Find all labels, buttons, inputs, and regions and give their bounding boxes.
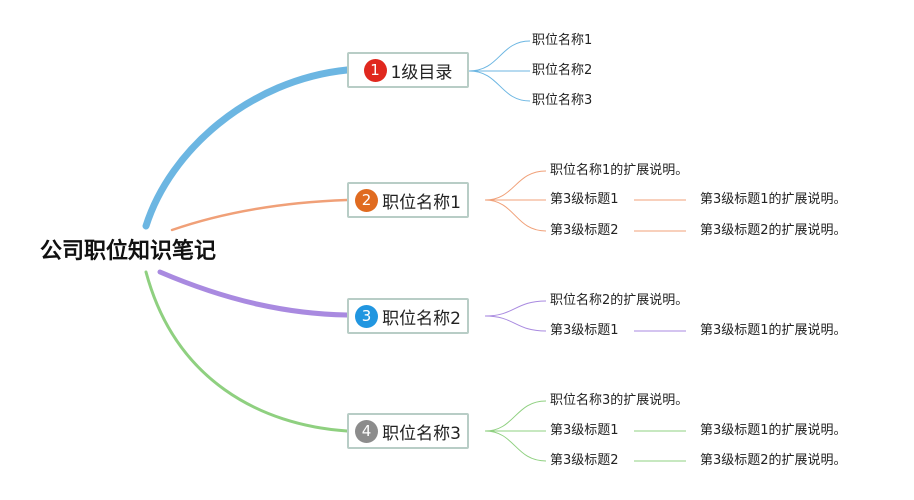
branch-4-item-3-detail[interactable]: 第3级标题2的扩展说明。 — [700, 453, 847, 468]
branch-2-link-3 — [484, 199, 547, 232]
branch-4-item-2-detail[interactable]: 第3级标题1的扩展说明。 — [700, 423, 847, 438]
branch-4-link-3 — [484, 430, 547, 462]
branch-label: 1级目录 — [390, 62, 453, 83]
root-topic[interactable]: 公司职位知识笔记 — [40, 239, 217, 264]
branch-3-item-2[interactable]: 第3级标题1 — [550, 323, 619, 338]
branch-label: 职位名称1 — [382, 192, 461, 213]
branch-topic-4[interactable]: 4 职位名称3 — [347, 413, 469, 449]
branch-2-item-2[interactable]: 第3级标题1 — [550, 192, 619, 207]
branch-topic-1[interactable]: 1 1级目录 — [347, 52, 469, 88]
branch-4-item-2[interactable]: 第3级标题1 — [550, 423, 619, 438]
branch-4-item-3[interactable]: 第3级标题2 — [550, 453, 619, 468]
branch-4-item-1[interactable]: 职位名称3的扩展说明。 — [550, 393, 689, 408]
number-badge-icon: 3 — [355, 304, 379, 328]
branch-label: 职位名称2 — [382, 308, 461, 329]
number-badge-icon: 4 — [355, 419, 379, 443]
branch-1-item-3[interactable]: 职位名称3 — [532, 93, 593, 108]
root-link-4 — [144, 270, 349, 433]
branch-1-link-3 — [468, 70, 531, 102]
branch-topic-2[interactable]: 2 职位名称1 — [347, 182, 469, 218]
branch-3-link-1 — [484, 300, 547, 317]
branch-1-item-1[interactable]: 职位名称1 — [532, 33, 593, 48]
branch-2-item-1[interactable]: 职位名称1的扩展说明。 — [550, 163, 689, 178]
branch-3-link-2 — [484, 315, 547, 332]
root-link-2 — [170, 198, 349, 232]
root-link-3 — [157, 269, 350, 318]
branch-topic-3[interactable]: 3 职位名称2 — [347, 298, 469, 334]
branch-3-item-1[interactable]: 职位名称2的扩展说明。 — [550, 293, 689, 308]
number-badge-icon: 1 — [363, 58, 387, 82]
number-badge-icon: 2 — [355, 188, 379, 212]
branch-2-link-1 — [484, 170, 547, 201]
branch-3-item-2-detail[interactable]: 第3级标题1的扩展说明。 — [700, 323, 847, 338]
branch-2-item-3-detail[interactable]: 第3级标题2的扩展说明。 — [700, 223, 847, 238]
branch-1-link-1 — [468, 40, 531, 72]
branch-2-item-3[interactable]: 第3级标题2 — [550, 223, 619, 238]
root-link-1 — [142, 66, 351, 230]
branch-1-item-2[interactable]: 职位名称2 — [532, 63, 593, 78]
branch-2-item-2-detail[interactable]: 第3级标题1的扩展说明。 — [700, 192, 847, 207]
branch-label: 职位名称3 — [382, 423, 461, 444]
branch-4-link-1 — [484, 400, 547, 432]
